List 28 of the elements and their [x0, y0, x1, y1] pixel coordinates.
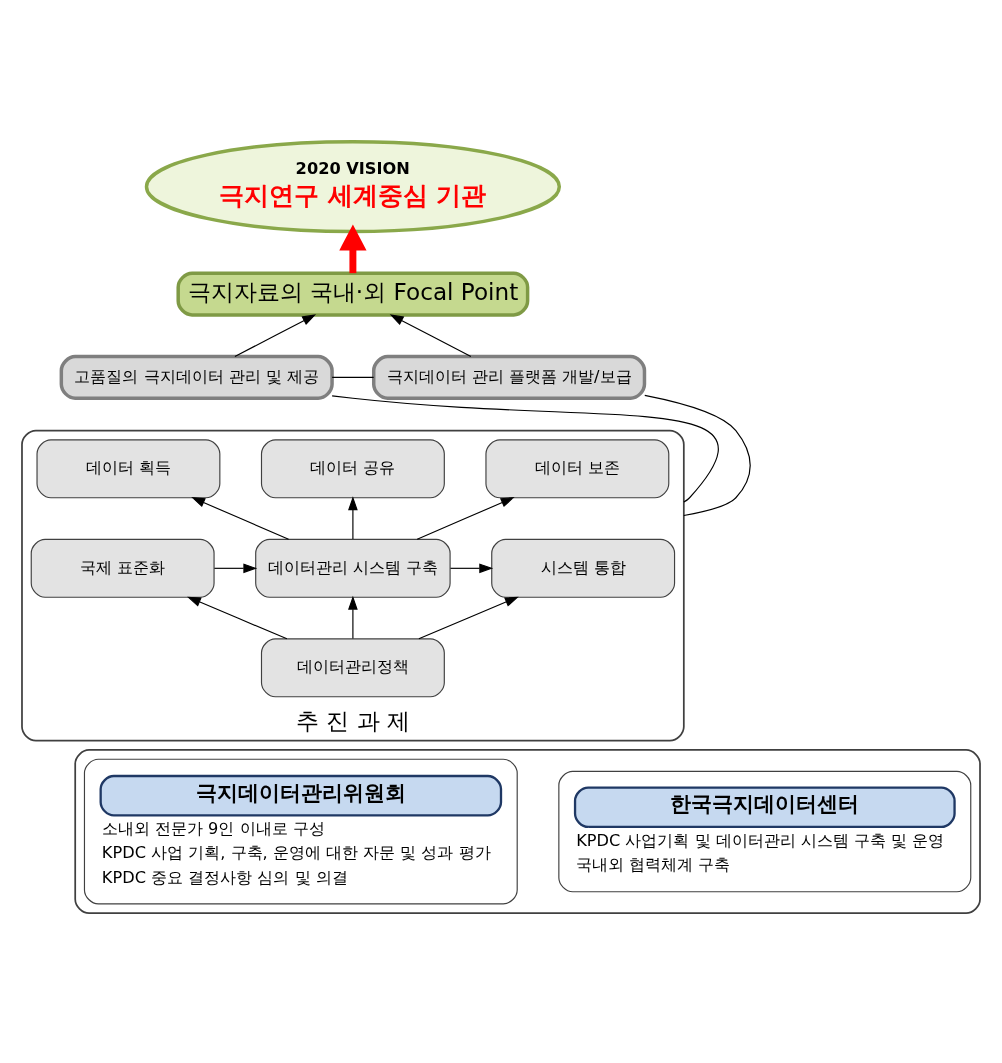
- node-box: 데이터관리정책: [260, 637, 445, 697]
- connector: [331, 376, 375, 378]
- node-box: 극지데이터관리위원회 소내외 전문가 9인 이내로 구성 KPDC 사업 기획, 구축, 운영에 대한 자문 및 성과 평가 KPDC 중요 결정사항 심의 및 의결: [83, 758, 518, 904]
- cluster: [74, 748, 981, 914]
- arrow: [234, 313, 317, 357]
- connector: [331, 394, 719, 503]
- arrow: [191, 496, 290, 540]
- arrow: [348, 595, 358, 639]
- arrow: [449, 562, 494, 573]
- node-ellipse: 2020 VISION 극지연구 세계중심 기관: [144, 139, 562, 233]
- node-box: 데이터관리 시스템 구축: [255, 538, 451, 598]
- arrow: [339, 223, 367, 273]
- node-box: 데이터 보존: [485, 438, 670, 498]
- node-box: 한국극지데이터센터 KPDC 사업기획 및 데이터관리 시스템 구축 및 운영 국내외 협력체계 구축: [558, 770, 972, 892]
- arrow: [213, 562, 258, 573]
- node-box: 데이터 획득: [36, 438, 221, 498]
- node-box: 고품질의 극지데이터 관리 및 제공: [59, 354, 334, 400]
- node-box: 극지데이터 관리 플랫폼 개발/보급: [372, 354, 647, 400]
- node-box: 국제 표준화: [30, 538, 215, 598]
- node-box: 데이터 공유: [260, 438, 445, 498]
- connector: [644, 394, 751, 516]
- arrow: [187, 596, 288, 639]
- arrow: [348, 495, 358, 540]
- arrow: [418, 596, 519, 639]
- node-box: 시스템 통합: [491, 538, 676, 598]
- arrow: [416, 496, 515, 540]
- arrow: [389, 313, 472, 357]
- node-box: 극지자료의 국내·외 Focal Point: [176, 271, 530, 317]
